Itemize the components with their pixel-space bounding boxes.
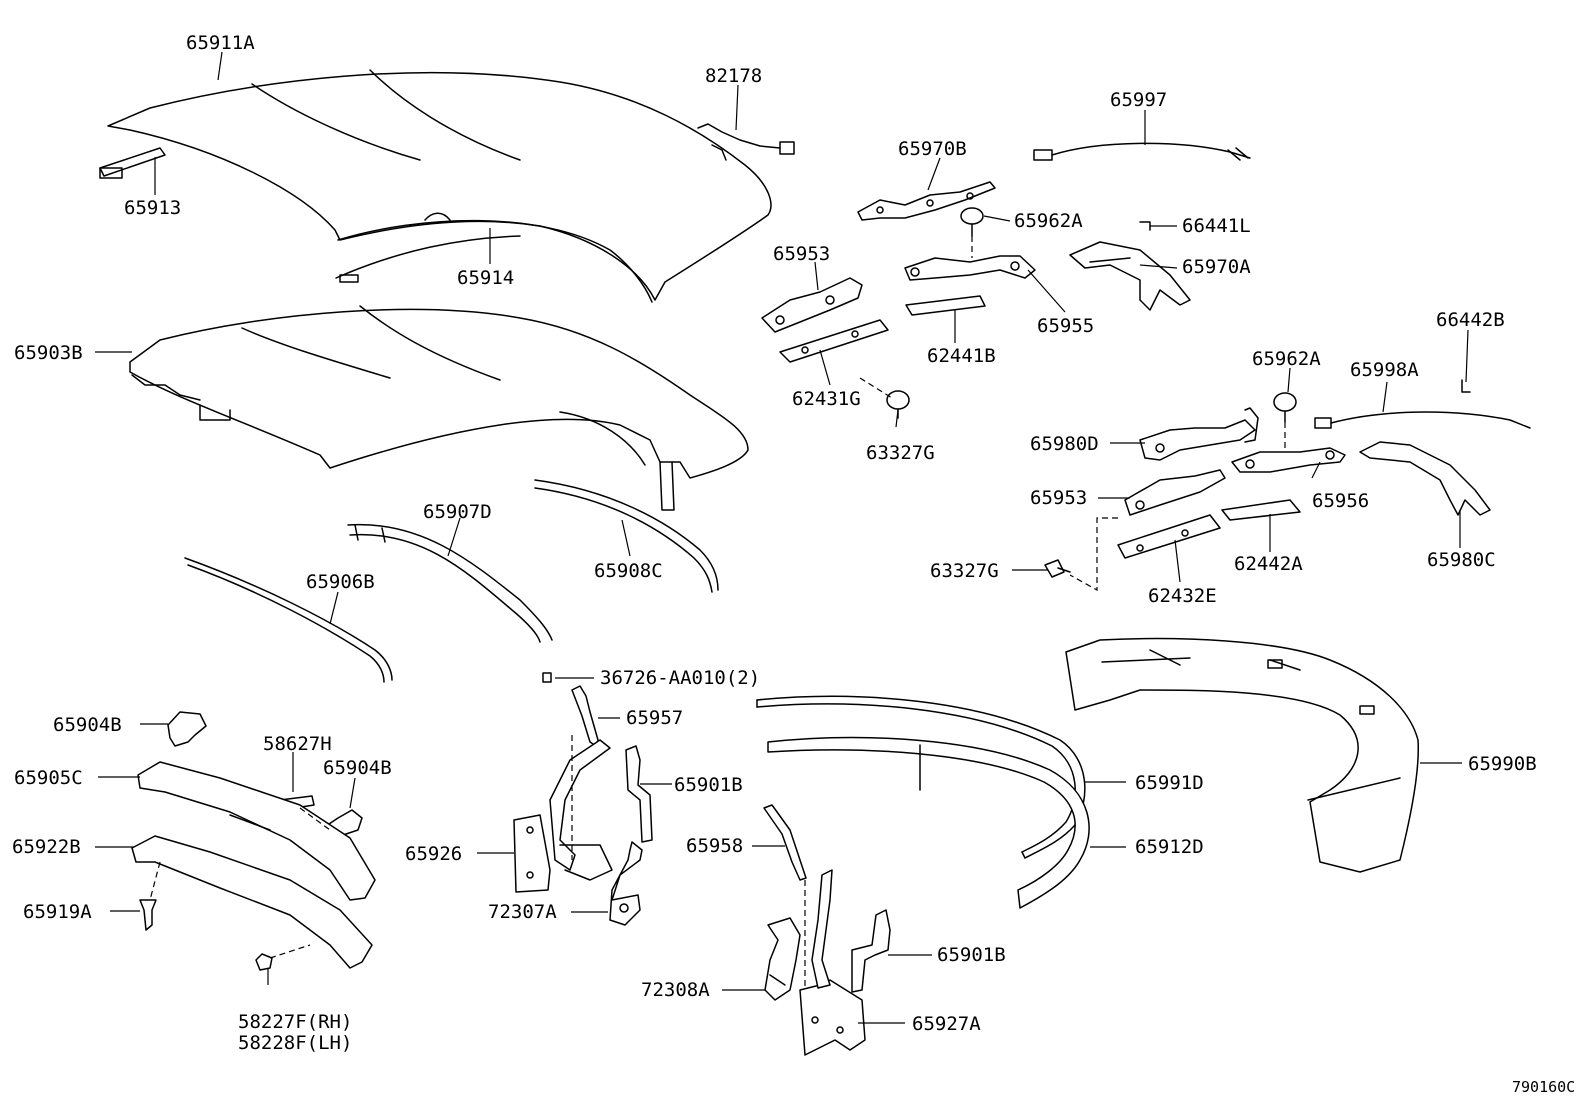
label-65991d: 65991D xyxy=(1135,772,1204,794)
bracket-65953-upper[interactable] xyxy=(761,277,863,333)
label-65953-lower: 65953 xyxy=(1030,487,1087,509)
label-65901b-lower: 65901B xyxy=(937,944,1006,966)
cable-65997[interactable] xyxy=(1033,142,1251,161)
clip-58227f-58228f[interactable] xyxy=(255,953,273,971)
clip-63327g-lower[interactable] xyxy=(1044,559,1071,578)
label-65913: 65913 xyxy=(124,197,181,219)
strip-62442a[interactable] xyxy=(1221,499,1301,521)
label-65970a: 65970A xyxy=(1182,256,1251,278)
label-65912d: 65912D xyxy=(1135,836,1204,858)
bracket-65956[interactable] xyxy=(1231,447,1346,473)
label-58228f-lh: 58228F(LH) xyxy=(238,1032,352,1054)
label-65911a: 65911A xyxy=(186,32,255,54)
bracket-65970a[interactable] xyxy=(1069,241,1191,311)
weatherstrip-65908c[interactable] xyxy=(534,479,719,593)
soft-top-cover-65911a[interactable] xyxy=(107,69,772,303)
part-labels: 65911A 82178 65997 65913 65970B 65962A 6… xyxy=(12,32,1575,1096)
hinge-assembly-65926[interactable] xyxy=(513,739,613,893)
label-65970b: 65970B xyxy=(898,138,967,160)
label-65906b: 65906B xyxy=(306,571,375,593)
bracket-65901b-upper[interactable] xyxy=(625,745,653,843)
leader-lines xyxy=(95,51,1469,1024)
label-65904b-lower: 65904B xyxy=(323,757,392,779)
fastener-65919a[interactable] xyxy=(139,899,157,931)
roof-frame-65903b[interactable] xyxy=(129,305,749,511)
label-65957: 65957 xyxy=(626,707,683,729)
label-65980c: 65980C xyxy=(1427,549,1496,571)
label-65907d: 65907D xyxy=(423,501,492,523)
label-66441l: 66441L xyxy=(1182,215,1251,237)
label-65958: 65958 xyxy=(686,835,743,857)
clip-65962a-lower[interactable] xyxy=(1273,392,1297,423)
label-65914: 65914 xyxy=(457,267,514,289)
label-65962a-upper: 65962A xyxy=(1014,210,1083,232)
label-58227f-rh: 58227F(RH) xyxy=(238,1011,352,1033)
seal-65991d[interactable] xyxy=(756,695,1086,859)
label-65998a: 65998A xyxy=(1350,359,1419,381)
bracket-65901b-lower[interactable] xyxy=(851,909,891,993)
label-65927a: 65927A xyxy=(912,1013,981,1035)
cable-65998a[interactable] xyxy=(1314,411,1531,429)
cable-82178[interactable] xyxy=(697,123,795,161)
tonneau-65990b[interactable] xyxy=(1065,637,1420,873)
strip-62431g[interactable] xyxy=(779,319,889,363)
label-63327g-upper: 63327G xyxy=(866,442,935,464)
label-62441b: 62441B xyxy=(927,345,996,367)
header-rail-65905c[interactable] xyxy=(137,761,376,901)
label-65922b: 65922B xyxy=(12,836,81,858)
label-63327g-lower: 63327G xyxy=(930,560,999,582)
label-62432e: 62432E xyxy=(1148,585,1217,607)
label-62431g: 62431G xyxy=(792,388,861,410)
label-65980d: 65980D xyxy=(1030,433,1099,455)
label-65956: 65956 xyxy=(1312,490,1369,512)
bracket-65955[interactable] xyxy=(904,255,1036,281)
label-58627h: 58627H xyxy=(263,733,332,755)
label-72308a: 72308A xyxy=(641,979,710,1001)
pin-66442b[interactable] xyxy=(1461,379,1471,393)
bolt-36726-aa010[interactable] xyxy=(542,672,552,683)
label-66442b: 66442B xyxy=(1436,309,1505,331)
seal-65912d[interactable] xyxy=(767,736,1090,909)
label-65901b-upper: 65901B xyxy=(674,774,743,796)
bracket-65970b[interactable] xyxy=(857,181,996,221)
strip-62432e[interactable] xyxy=(1117,514,1221,559)
clip-65904b-upper[interactable] xyxy=(167,711,207,747)
label-65926: 65926 xyxy=(405,843,462,865)
label-65955: 65955 xyxy=(1037,315,1094,337)
strap-65913[interactable] xyxy=(99,147,166,179)
link-rod-65958[interactable] xyxy=(763,804,807,881)
label-65904b-upper: 65904B xyxy=(53,714,122,736)
rail-65980c[interactable] xyxy=(1359,441,1491,516)
link-72307a[interactable] xyxy=(609,841,643,926)
link-72308a[interactable] xyxy=(764,917,801,1001)
bracket-65953-lower[interactable] xyxy=(1124,469,1226,516)
label-65903b: 65903B xyxy=(14,342,83,364)
label-65908c: 65908C xyxy=(594,560,663,582)
label-65953-upper: 65953 xyxy=(773,243,830,265)
clip-66441l[interactable] xyxy=(1139,221,1151,231)
weatherstrip-65906b[interactable] xyxy=(184,557,393,683)
label-65905c: 65905C xyxy=(14,767,83,789)
hinge-assembly-65927a[interactable] xyxy=(799,869,866,1056)
label-72307a: 72307A xyxy=(488,901,557,923)
link-rod-65957[interactable] xyxy=(571,685,599,747)
label-65919a: 65919A xyxy=(23,901,92,923)
reference-code: 790160C xyxy=(1512,1078,1575,1096)
bracket-65980d[interactable] xyxy=(1139,407,1259,461)
label-82178: 82178 xyxy=(705,65,762,87)
lower-rail-65922b[interactable] xyxy=(131,835,373,969)
clip-65962a-upper[interactable] xyxy=(960,207,984,237)
label-65997: 65997 xyxy=(1110,89,1167,111)
label-62442a: 62442A xyxy=(1234,553,1303,575)
strip-62441b[interactable] xyxy=(905,295,986,316)
label-65962a-lower: 65962A xyxy=(1252,348,1321,370)
label-65990b: 65990B xyxy=(1468,753,1537,775)
label-36726-aa010: 36726-AA010(2) xyxy=(600,667,760,689)
weatherstrip-65907d[interactable] xyxy=(347,523,553,643)
